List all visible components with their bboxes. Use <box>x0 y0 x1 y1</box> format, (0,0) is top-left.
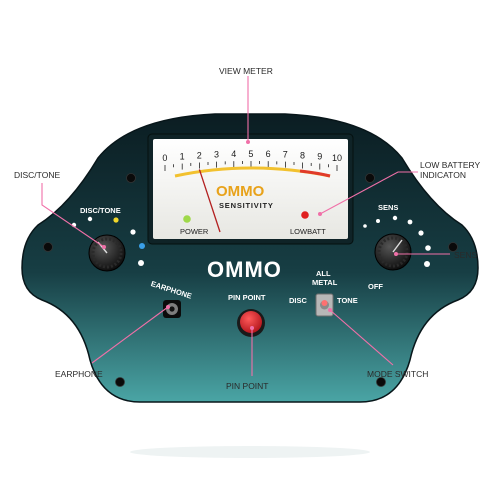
sens-indicator-dots <box>363 215 431 267</box>
dot <box>87 216 93 222</box>
dot <box>376 219 380 223</box>
switch-all-label: ALL <box>316 269 331 278</box>
lowbatt-led <box>301 211 309 219</box>
switch-disc-label: DISC <box>289 296 308 305</box>
leader-dot <box>394 252 398 256</box>
meter-needle <box>198 169 221 233</box>
mode-switch[interactable] <box>315 293 334 317</box>
disc-tone-knob[interactable] <box>88 234 126 272</box>
switch-metal-label: METAL <box>312 278 338 287</box>
view-meter <box>153 139 348 239</box>
yellow-dot <box>113 217 119 223</box>
sens-off-label: OFF <box>368 282 383 291</box>
callout-earphone: EARPHONE <box>55 369 103 379</box>
callout-low-battery-line2: INDICATON <box>420 170 466 180</box>
pin-point-button[interactable] <box>237 309 265 337</box>
screw-top-right <box>365 173 375 183</box>
dot <box>407 219 413 225</box>
screw-bottom-left <box>115 377 125 387</box>
leader-dot <box>328 308 332 312</box>
leader-dot <box>250 326 254 330</box>
disc-tone-indicator-dots <box>71 216 145 266</box>
disc-tone-panel-label: DISC/TONE <box>80 206 121 215</box>
dot <box>418 230 424 236</box>
meter-scale-number: 2 <box>197 150 202 160</box>
blue-dot <box>139 243 145 249</box>
meter-tick-marks <box>164 161 338 171</box>
meter-scale-number: 0 <box>162 153 167 163</box>
dot <box>392 215 398 221</box>
leader-low-battery <box>319 171 418 215</box>
screw-right <box>448 242 458 252</box>
leader-earphone <box>91 306 169 364</box>
callout-disc-tone: DISC/TONE <box>14 170 60 180</box>
meter-scale-number: 7 <box>283 150 288 160</box>
screw-left <box>43 242 53 252</box>
meter-power-label: POWER <box>180 227 209 236</box>
meter-brand-logo: OMMO <box>216 183 265 200</box>
dot <box>138 260 144 266</box>
meter-scale-number: 8 <box>300 150 305 160</box>
leader-dot <box>166 305 170 309</box>
meter-scale-numbers: 0 1 2 3 4 5 6 7 8 9 10 <box>162 149 342 163</box>
meter-scale-number: 4 <box>231 149 236 159</box>
panel-brand-logo: OMMO <box>207 257 282 282</box>
meter-scale-number: 9 <box>317 152 322 162</box>
leader-disc-tone <box>41 183 105 248</box>
callout-pin-point: PIN POINT <box>226 381 269 391</box>
callout-leader-lines <box>41 76 450 376</box>
meter-scale-number: 6 <box>266 149 271 159</box>
switch-tone-label: TONE <box>337 296 358 305</box>
meter-arc-red <box>299 169 331 178</box>
power-led <box>183 215 191 223</box>
screw-bottom-right <box>376 377 386 387</box>
sens-knob[interactable] <box>374 233 412 271</box>
meter-sensitivity-label: SENSITIVITY <box>219 201 274 210</box>
leader-dot <box>318 212 322 216</box>
leader-dot <box>102 245 106 249</box>
meter-scale-number: 5 <box>248 149 253 159</box>
callout-mode-switch: MODE SWITCH <box>367 369 428 379</box>
dot <box>425 245 431 251</box>
meter-lowbatt-label: LOWBATT <box>290 227 326 236</box>
meter-scale-number: 10 <box>332 153 342 163</box>
sens-panel-label: SENS <box>378 203 398 212</box>
callout-sens: SENS <box>454 250 477 260</box>
dot <box>424 261 430 267</box>
pin-point-panel-label: PIN POINT <box>228 293 266 302</box>
dot <box>130 229 136 235</box>
screw-top-left <box>126 173 136 183</box>
meter-scale-number: 3 <box>214 150 219 160</box>
callout-view-meter: VIEW METER <box>219 66 273 76</box>
floor-reflection <box>130 446 370 458</box>
leader-mode-switch <box>329 309 394 366</box>
meter-scale-number: 1 <box>180 152 185 162</box>
dot <box>363 224 367 228</box>
leader-dot <box>246 140 250 144</box>
callout-low-battery-line1: LOW BATTERY <box>420 160 480 170</box>
callout-low-battery: LOW BATTERY INDICATON <box>420 160 482 180</box>
